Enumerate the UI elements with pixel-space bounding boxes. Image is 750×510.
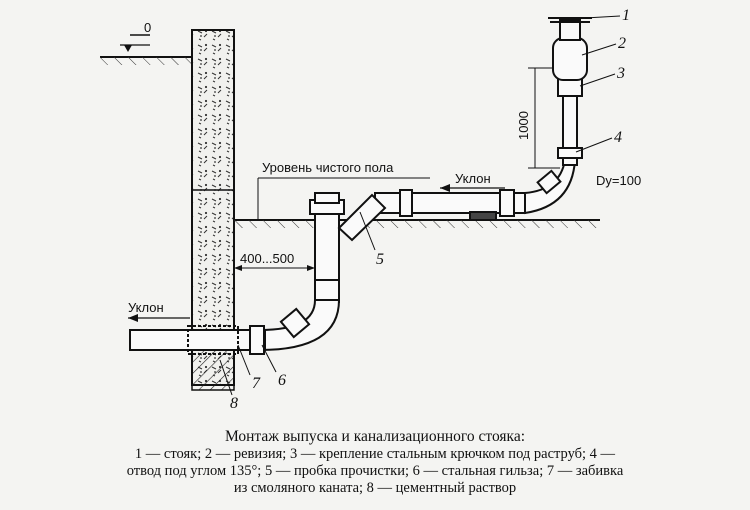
cleanout-tee [309,192,387,281]
callout-3: 3 [616,65,625,82]
ground-surface [100,56,192,65]
plumbing-diagram: 0 Уровень чистого пола 1000 [100,7,641,412]
slope-arrow-bottom: Уклон [128,300,190,322]
callout-7: 7 [252,375,261,392]
callouts [219,15,621,396]
callout-1: 1 [622,7,630,24]
dim-400-500-label: 400...500 [240,251,294,266]
zero-mark-label: 0 [144,20,151,35]
caption-line-1: 1 — стояк; 2 — ревизия; 3 — крепление ст… [134,446,616,462]
floor-slab: Уровень чистого пола [234,160,600,228]
callout-4: 4 [614,129,622,146]
figure-caption: Монтаж выпуска и канализационного стояка… [0,428,750,497]
floor-level-label: Уровень чистого пола [262,160,394,175]
riser-pipe [548,17,592,166]
slope-arrow-top: Уклон [440,171,505,192]
zero-level-marker: 0 [120,20,151,52]
caption-title: Монтаж выпуска и канализационного стояка… [224,428,526,445]
dimension-400-500: 400...500 [234,251,315,271]
slope-top-label: Уклон [455,171,491,186]
callout-8: 8 [230,395,238,412]
callout-5: 5 [376,251,384,268]
dimension-1000: 1000 [516,67,560,169]
callout-6: 6 [278,372,286,389]
outlet-pipe [129,279,341,355]
dim-1000-label: 1000 [516,111,531,140]
callout-2: 2 [618,35,626,52]
caption-line-2: отвод под углом 135°; 5 — пробка прочист… [126,463,624,479]
diameter-label: Dy=100 [596,173,641,188]
caption-line-3: из смоляного каната; 8 — цементный раств… [233,480,517,496]
horizontal-pipe-upper [374,189,526,221]
slope-bottom-label: Уклон [128,300,164,315]
